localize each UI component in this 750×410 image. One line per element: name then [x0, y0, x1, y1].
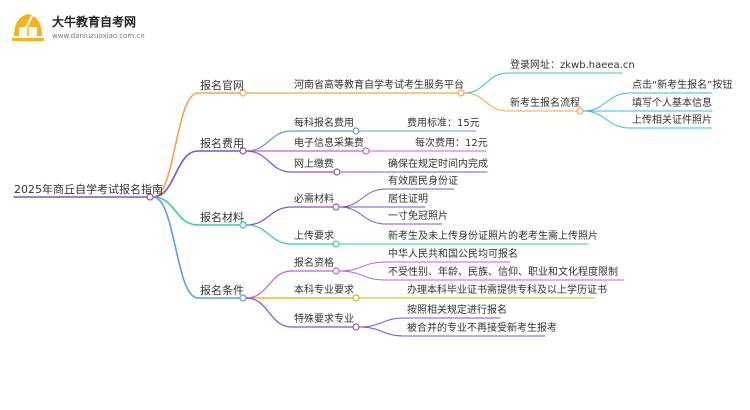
connector-curve: [245, 270, 293, 299]
category-node[interactable]: 报名条件: [200, 284, 244, 297]
subtopic-node[interactable]: 必需材料: [294, 194, 334, 205]
detail-node[interactable]: 确保在规定时间内完成: [388, 159, 488, 170]
connector-curve: [582, 92, 631, 112]
detail-node[interactable]: 不受性别、年龄、民族、信仰、职业和文化程度限制: [388, 267, 618, 278]
step-node[interactable]: 上传相关证件照片: [632, 115, 712, 126]
connector-curve: [245, 150, 293, 173]
subtopic-node[interactable]: 上传要求: [294, 231, 334, 242]
connector-curve: [463, 72, 509, 94]
category-node[interactable]: 报名材料: [200, 211, 244, 224]
connector-curve: [338, 206, 387, 225]
root-node[interactable]: 2025年商丘自学考试报名指南: [14, 183, 163, 196]
connector-curve: [463, 92, 509, 112]
step-node[interactable]: 填写个人基本信息: [632, 98, 712, 109]
connector-curve: [245, 206, 293, 226]
connector-curve: [338, 261, 387, 272]
detail-node[interactable]: 有效居民身份证: [388, 176, 458, 187]
collapse-toggle-icon[interactable]: [333, 168, 341, 176]
connector-curve: [358, 326, 406, 337]
subtopic-node[interactable]: 报名资格: [294, 258, 334, 269]
subtopic-node[interactable]: 特殊要求专业: [294, 314, 354, 325]
connector-curve: [358, 317, 406, 328]
connector-curve: [245, 297, 293, 328]
site-url: www.daniuzuoxiao.com.cn: [52, 32, 145, 40]
detail-node[interactable]: 一寸免冠照片: [388, 211, 448, 222]
connector-curve: [338, 188, 387, 208]
detail-node[interactable]: 新考生报名流程: [510, 98, 580, 109]
connector-curve: [152, 150, 199, 198]
connector-curve: [152, 92, 199, 198]
category-node[interactable]: 报名费用: [200, 137, 244, 150]
connector-curve: [338, 270, 387, 281]
step-node[interactable]: 点击“新考生报名”按钮: [632, 80, 733, 91]
detail-node[interactable]: 登录网址：zkwb.haeea.cn: [510, 60, 635, 71]
subtopic-node[interactable]: 电子信息采集费: [294, 138, 364, 149]
category-node[interactable]: 报名官网: [200, 79, 244, 92]
subtopic-node[interactable]: 网上缴费: [294, 159, 334, 170]
detail-node[interactable]: 中华人民共和国公民均可报名: [388, 249, 518, 260]
subtopic-node[interactable]: 河南省高等教育自学考试考生服务平台: [294, 80, 464, 91]
detail-node[interactable]: 费用标准：15元: [407, 118, 480, 129]
connector-curve: [245, 130, 293, 152]
detail-node[interactable]: 每次费用：12元: [415, 138, 488, 149]
detail-node[interactable]: 按照相关规定进行报名: [407, 305, 507, 316]
detail-node[interactable]: 被合并的专业不再接受新考生报考: [407, 323, 557, 334]
detail-node[interactable]: 居住证明: [388, 194, 428, 205]
subtopic-node[interactable]: 每科报名费用: [294, 118, 354, 129]
subtopic-node[interactable]: 本科专业要求: [294, 285, 354, 296]
detail-node[interactable]: 新考生及未上传身份证照片的老考生需上传照片: [388, 231, 598, 242]
connector-curve: [245, 224, 293, 245]
connector-curve: [152, 196, 199, 226]
site-title: 大牛教育自考网: [52, 15, 137, 29]
connector-curve: [582, 110, 631, 129]
detail-node[interactable]: 办理本科毕业证书需提供专科及以上学历证书: [407, 285, 607, 296]
book-pencil-logo-icon: [12, 14, 44, 41]
connector-curve: [152, 196, 199, 299]
